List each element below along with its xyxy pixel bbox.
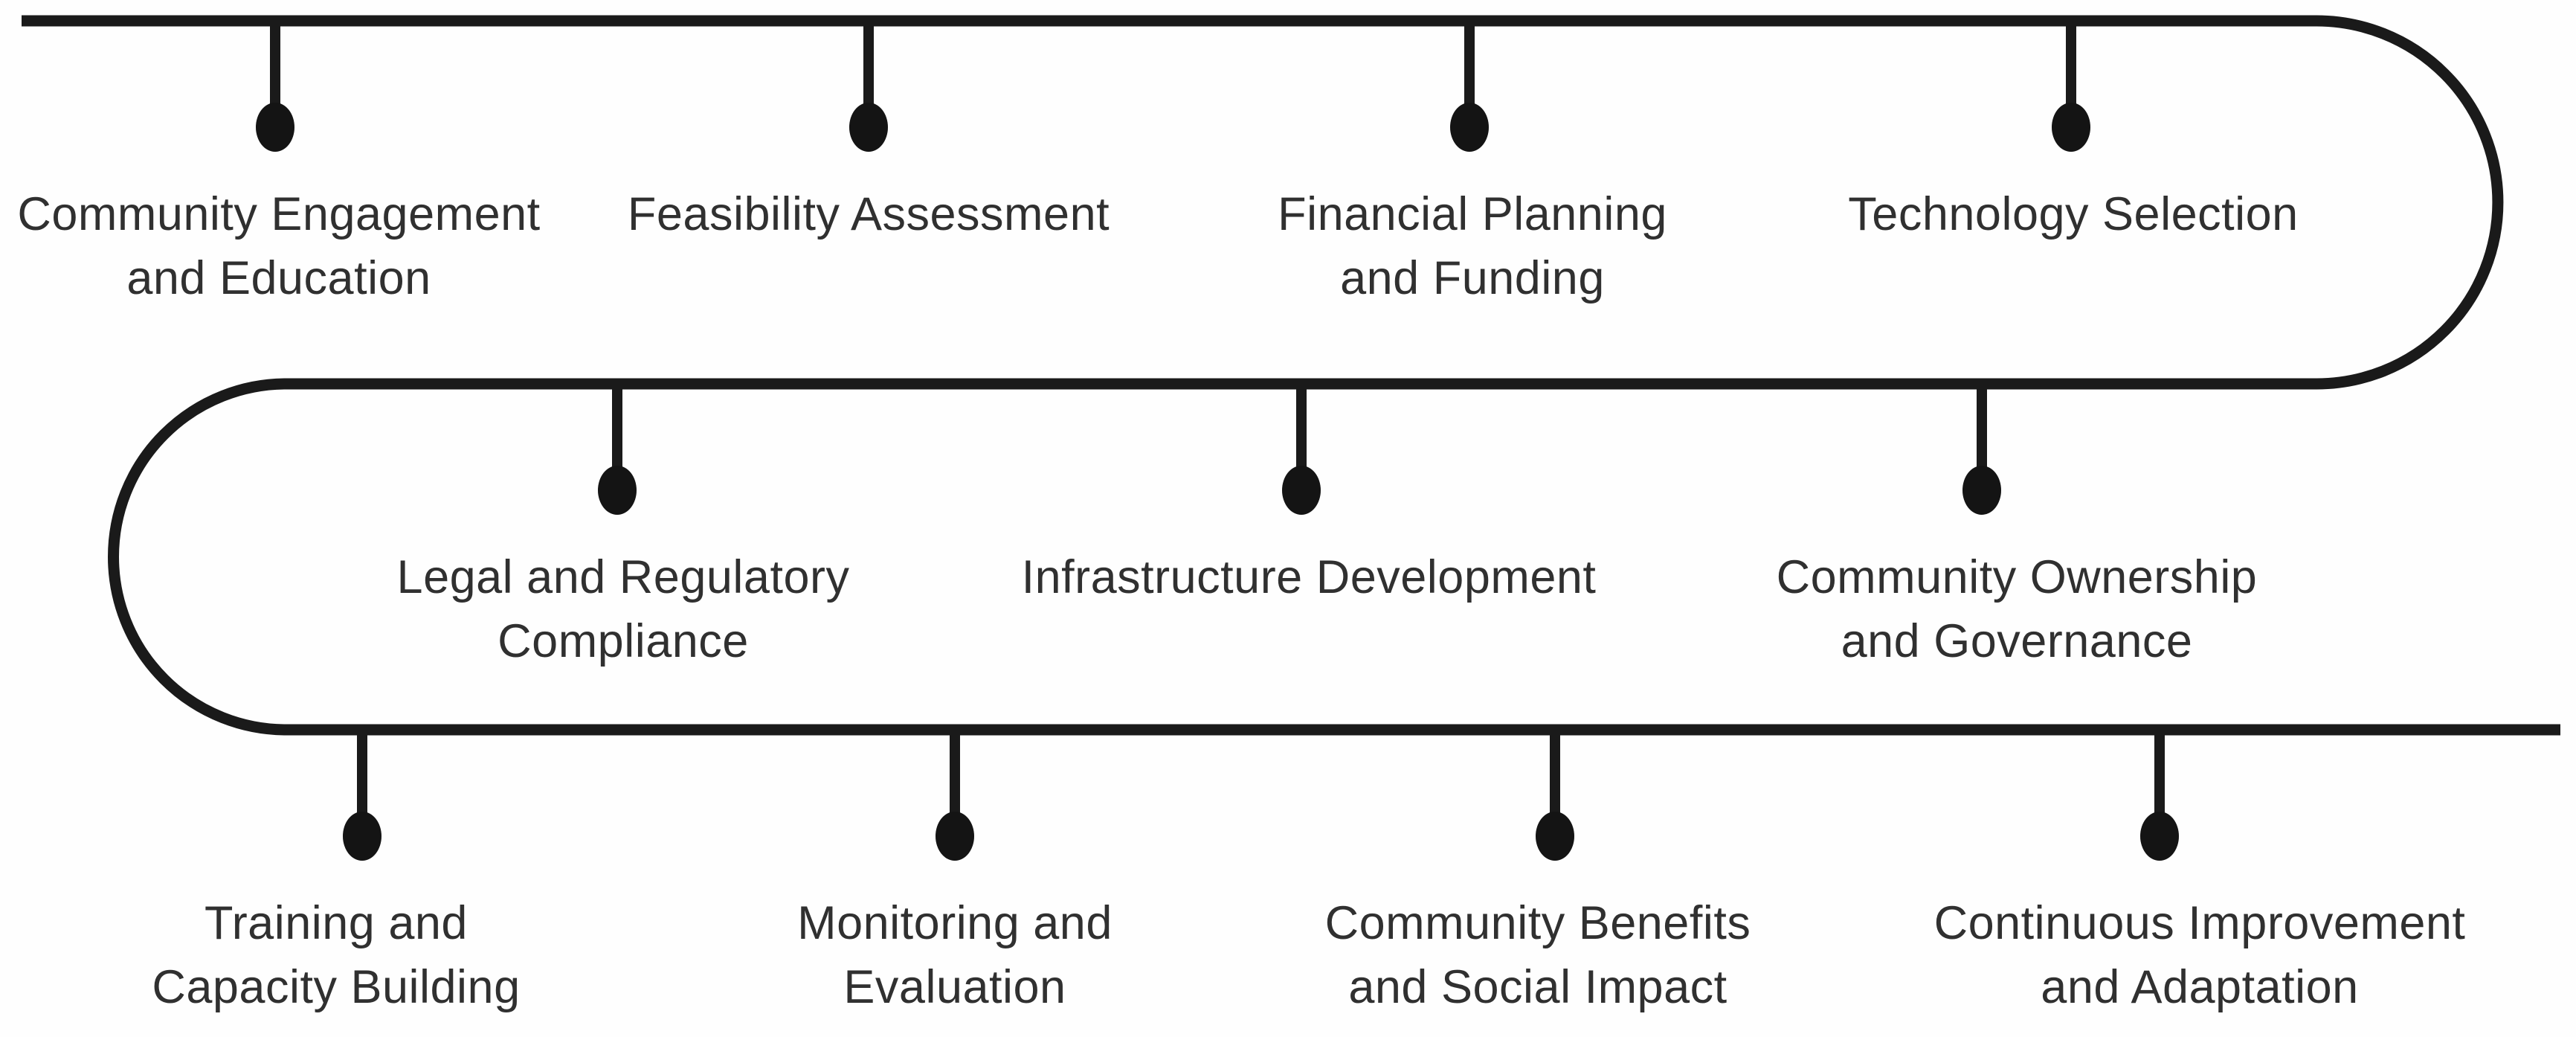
milestone-label-community-benefits-social-impact: Community Benefits and Social Impact: [1325, 891, 1751, 1019]
label-line-1: Infrastructure Development: [1021, 551, 1597, 603]
label-line-2: and Social Impact: [1348, 961, 1727, 1013]
label-line-1: Community Ownership: [1776, 551, 2258, 603]
milestone-dot-icon: [1536, 812, 1574, 861]
milestone-dot-icon: [936, 812, 974, 861]
milestone-marker-2: [849, 21, 888, 152]
label-line-2: and Funding: [1340, 252, 1605, 304]
milestone-label-feasibility-assessment: Feasibility Assessment: [628, 182, 1110, 246]
label-line-1: Technology Selection: [1848, 188, 2299, 240]
label-line-1: Community Engagement: [17, 188, 541, 240]
milestone-label-training-capacity-building: Training and Capacity Building: [152, 891, 520, 1019]
milestone-marker-5: [598, 384, 637, 515]
milestone-marker-8: [343, 730, 381, 861]
milestone-label-infrastructure-development: Infrastructure Development: [1022, 545, 1597, 609]
milestone-dot-icon: [598, 466, 637, 515]
milestone-marker-7: [1962, 384, 2001, 515]
milestone-dot-icon: [1962, 466, 2001, 515]
milestone-dot-icon: [343, 812, 381, 861]
milestone-dot-icon: [849, 103, 888, 152]
milestone-dot-icon: [256, 103, 294, 152]
label-line-2: and Governance: [1841, 615, 2193, 667]
milestone-marker-11: [2140, 730, 2179, 861]
timeline-snake-path: [22, 15, 2560, 736]
milestone-label-monitoring-evaluation: Monitoring and Evaluation: [797, 891, 1112, 1019]
milestone-dot-icon: [2052, 103, 2090, 152]
milestone-marker-4: [2052, 21, 2090, 152]
milestone-marker-9: [936, 730, 974, 861]
label-line-2: Evaluation: [843, 961, 1066, 1013]
label-line-1: Continuous Improvement: [1933, 897, 2466, 949]
milestone-marker-3: [1450, 21, 1489, 152]
milestone-label-legal-regulatory-compliance: Legal and Regulatory Compliance: [397, 545, 850, 673]
milestone-dot-icon: [2140, 812, 2179, 861]
label-line-2: and Adaptation: [2041, 961, 2359, 1013]
label-line-1: Legal and Regulatory: [396, 551, 850, 603]
milestone-label-continuous-improvement-adaptation: Continuous Improvement and Adaptation: [1934, 891, 2466, 1019]
label-line-1: Feasibility Assessment: [627, 188, 1110, 240]
milestone-label-financial-planning: Financial Planning and Funding: [1278, 182, 1667, 310]
label-line-2: Compliance: [498, 615, 749, 667]
milestone-label-community-ownership-governance: Community Ownership and Governance: [1777, 545, 2258, 673]
milestone-label-community-engagement: Community Engagement and Education: [17, 182, 540, 310]
milestone-marker-10: [1536, 730, 1574, 861]
label-line-1: Training and: [205, 897, 468, 949]
milestone-dot-icon: [1282, 466, 1321, 515]
label-line-1: Financial Planning: [1278, 188, 1667, 240]
label-line-2: and Education: [126, 252, 431, 304]
milestone-label-technology-selection: Technology Selection: [1848, 182, 2298, 246]
milestone-dot-icon: [1450, 103, 1489, 152]
label-line-2: Capacity Building: [152, 961, 521, 1013]
milestone-marker-6: [1282, 384, 1321, 515]
label-line-1: Community Benefits: [1324, 897, 1751, 949]
milestone-marker-1: [256, 21, 294, 152]
label-line-1: Monitoring and: [797, 897, 1112, 949]
